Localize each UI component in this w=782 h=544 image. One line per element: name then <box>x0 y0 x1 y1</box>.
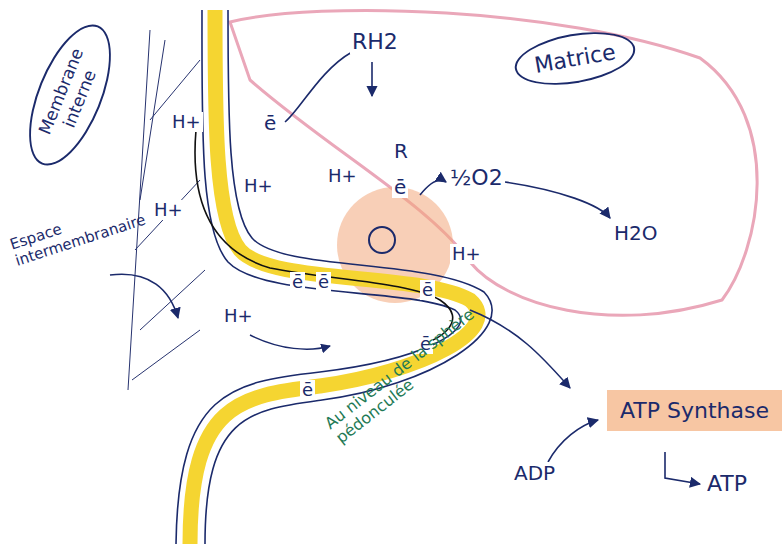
handwritten-label: H+ <box>326 166 359 186</box>
membrane-edge <box>176 10 461 544</box>
handwritten-label: R <box>392 140 410 162</box>
handwritten-label: ē <box>262 112 278 134</box>
handwritten-label: H+ <box>450 244 483 264</box>
circled-title: Membrane interne <box>12 13 128 176</box>
complex-loop <box>369 227 395 253</box>
leader-arrow <box>110 274 178 318</box>
handwritten-label: ē <box>392 176 408 198</box>
node-text: Matrice <box>532 39 617 78</box>
leader-line <box>285 52 352 122</box>
leader-arrow <box>665 452 700 484</box>
electron-path <box>195 130 453 345</box>
handwritten-label: ADP <box>512 462 557 484</box>
handwritten-label: ē <box>316 272 331 292</box>
handwritten-label: H+ <box>222 306 255 326</box>
membrane-band <box>190 10 478 544</box>
leader-arrow <box>548 420 598 462</box>
leader-arrow <box>505 182 610 218</box>
handwritten-label: ē <box>420 280 435 300</box>
synthase-band: ATP Synthase <box>607 390 782 431</box>
node-text: Membrane interne <box>31 37 109 154</box>
handwritten-label: H+ <box>170 112 203 132</box>
membrane-edge <box>205 10 492 544</box>
circled-title: Matrice <box>511 23 640 92</box>
leader-arrow <box>371 62 373 96</box>
handwritten-label: ATP <box>705 472 749 496</box>
leader-arrow <box>420 180 446 195</box>
handwritten-label: H+ <box>242 176 275 196</box>
leader-arrow <box>250 335 330 349</box>
handwritten-label: ē <box>290 272 305 292</box>
handwritten-label: Espace intermembranaire <box>6 201 129 269</box>
handwritten-label: ½O2 <box>448 166 505 190</box>
node-text: ATP Synthase <box>619 398 770 423</box>
handwritten-label: H2O <box>612 222 660 244</box>
handwritten-label: H+ <box>152 200 185 220</box>
cristae-hatching <box>128 30 205 390</box>
handwritten-label: RH2 <box>350 30 400 54</box>
leader-arrow <box>470 310 570 388</box>
handwritten-label: ē <box>300 380 315 400</box>
